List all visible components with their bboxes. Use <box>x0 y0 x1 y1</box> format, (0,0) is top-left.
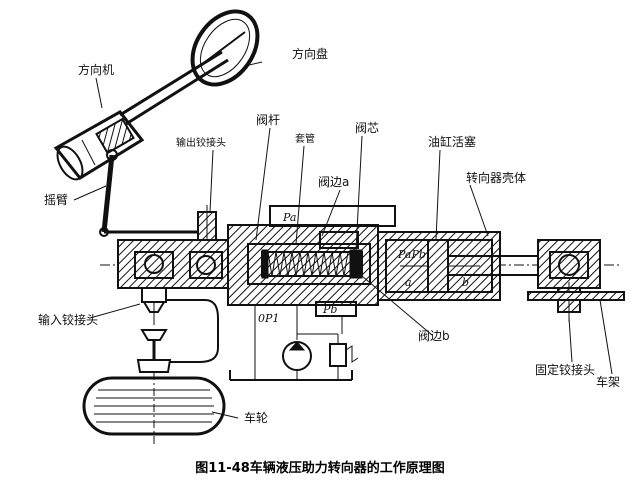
figure-caption: 图11-48车辆液压助力转向器的工作原理图 <box>195 460 445 476</box>
steering-column <box>119 50 229 126</box>
wheel <box>82 376 226 436</box>
symbol-pb: Pb <box>322 303 337 316</box>
label-rocker-arm: 摇臂 <box>44 193 68 207</box>
hydraulic-tube <box>166 299 219 363</box>
hydraulic-circuit <box>229 305 359 381</box>
steering-gear-box <box>53 110 145 181</box>
piston-rod <box>448 255 545 276</box>
symbol-p1: 0P1 <box>258 312 279 325</box>
label-input-joint: 输入铰接头 <box>38 312 98 327</box>
frame-rail <box>527 291 625 301</box>
label-piston: 油缸活塞 <box>428 134 476 149</box>
symbol-chamber-b: b <box>462 276 469 289</box>
fixed-joint <box>537 239 601 322</box>
symbol-chamber-a: a <box>405 276 412 289</box>
label-frame: 车架 <box>596 374 620 389</box>
label-steering-gear: 方向机 <box>78 62 114 77</box>
symbol-pa-pb: PaPb <box>397 248 426 261</box>
label-valve-edge-b: 阀边b <box>418 329 450 343</box>
label-valve-rod: 阀杆 <box>256 113 280 127</box>
steering-knuckle <box>136 329 172 446</box>
piston <box>427 239 449 293</box>
valve-housing <box>227 205 396 317</box>
symbol-pa: Pa <box>282 211 296 224</box>
leader-lines <box>73 61 613 419</box>
label-output-joint: 输出铰接头 <box>176 136 226 149</box>
label-fixed-joint: 固定铰接头 <box>535 362 595 377</box>
label-tube: 套管 <box>295 132 315 145</box>
label-valve-edge-a: 阀边a <box>318 175 349 189</box>
label-housing: 转向器壳体 <box>466 170 526 185</box>
label-valve-core: 阀芯 <box>355 121 379 135</box>
valve-core <box>261 249 363 279</box>
output-joint <box>197 205 217 248</box>
label-steering-wheel: 方向盘 <box>292 46 328 61</box>
label-wheel: 车轮 <box>244 410 268 425</box>
